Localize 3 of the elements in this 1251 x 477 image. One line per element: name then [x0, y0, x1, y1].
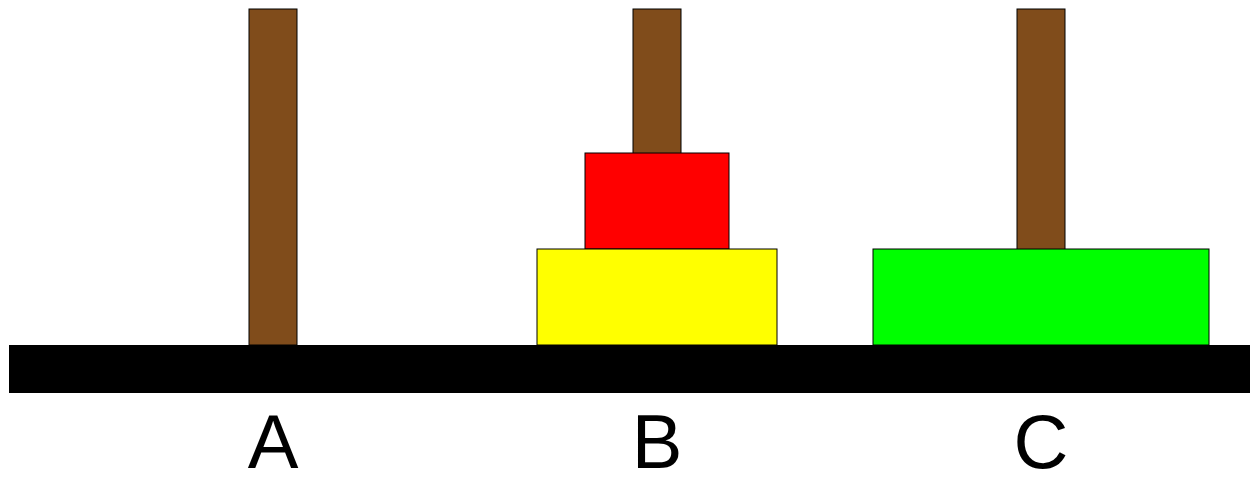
peg-label: C [1013, 404, 1069, 477]
peg-label: B [631, 404, 683, 477]
peg-label: A [247, 404, 299, 477]
